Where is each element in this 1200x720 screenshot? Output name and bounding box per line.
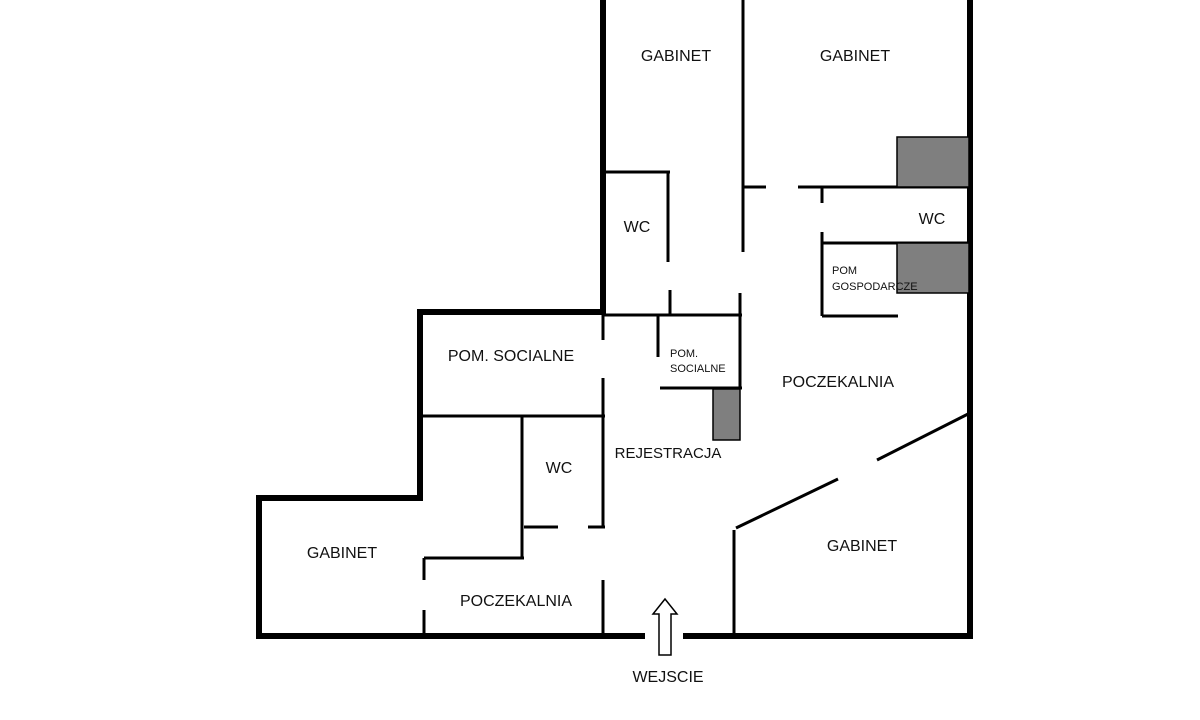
room-label-pom-gospodarcze-2: GOSPODARCZE <box>832 281 918 293</box>
fixtures <box>712 136 970 441</box>
room-label-pom-socialne-large: POM. SOCIALNE <box>448 348 574 365</box>
room-label-gabinet-top-left: GABINET <box>641 48 711 65</box>
interior-walls <box>420 0 971 636</box>
outer-wall-right <box>683 0 973 639</box>
room-label-pom-socialne-small-2: SOCIALNE <box>670 363 726 375</box>
entrance-arrow-icon <box>651 597 679 656</box>
room-label-gabinet-lower-right: GABINET <box>827 538 897 555</box>
room-label-gabinet-top-right: GABINET <box>820 48 890 65</box>
room-labels: GABINET GABINET WC WC POM GOSPODARCZE PO… <box>307 48 945 686</box>
room-label-wc-upper: WC <box>624 219 651 236</box>
fixture-gospodarcze <box>896 242 970 294</box>
room-label-pom-gospodarcze-1: POM <box>832 265 857 277</box>
outer-walls <box>256 0 973 639</box>
outer-wall-left <box>256 0 645 639</box>
room-label-poczekalnia-lower: POCZEKALNIA <box>460 593 572 610</box>
room-label-rejestracja: REJESTRACJA <box>615 445 722 462</box>
room-label-wc-right: WC <box>919 211 946 228</box>
fixture-socialne <box>712 388 741 441</box>
room-label-gabinet-lower-left: GABINET <box>307 545 377 562</box>
room-label-pom-socialne-small-1: POM. <box>670 348 698 360</box>
room-label-wc-lower: WC <box>546 460 573 477</box>
entrance-label: WEJSCIE <box>632 669 703 686</box>
room-label-poczekalnia-right: POCZEKALNIA <box>782 374 894 391</box>
fixture-upper-right <box>896 136 970 188</box>
